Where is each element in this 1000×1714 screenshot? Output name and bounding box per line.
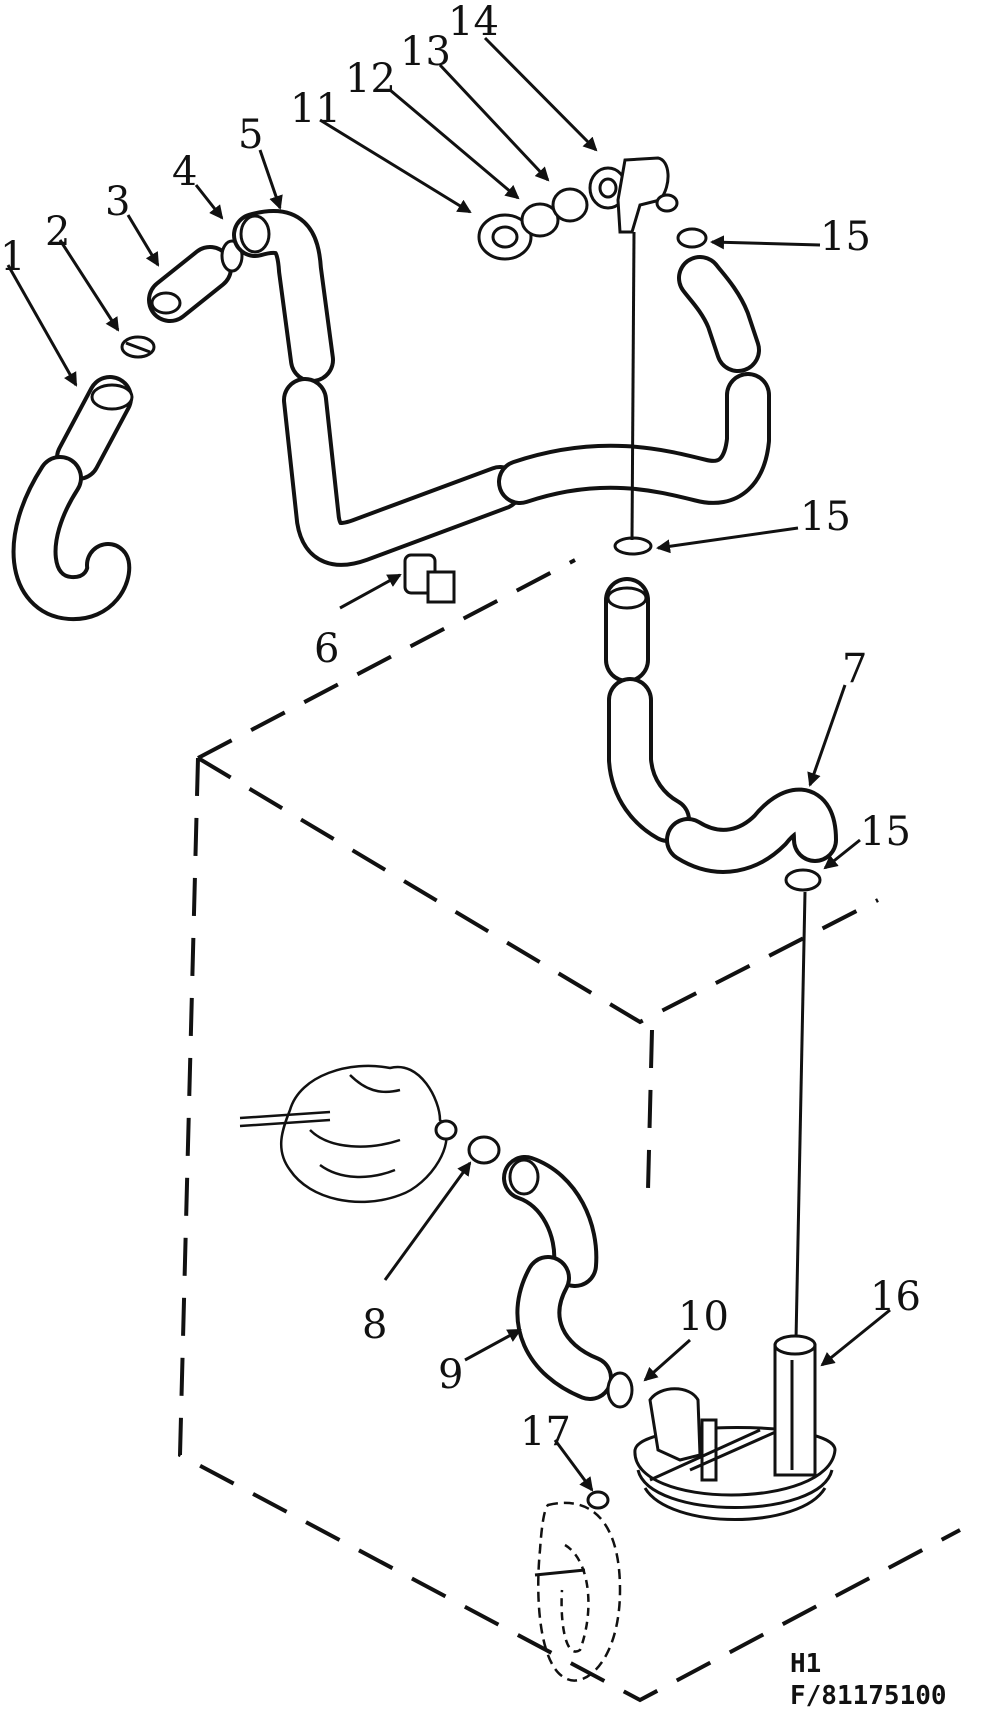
callout-8: 8: [362, 1302, 387, 1348]
hose-5: [232, 208, 771, 567]
callout-15c: 15: [860, 809, 911, 855]
seal-stack: [477, 166, 628, 261]
pump-assembly: [239, 1064, 458, 1204]
callout-9: 9: [438, 1352, 463, 1398]
callout-7: 7: [842, 646, 867, 692]
guide-line-lower: [794, 891, 807, 1341]
callout-leaders: [6, 36, 891, 1492]
diagram-code-line1: H1: [790, 1649, 821, 1679]
callout-16: 16: [870, 1274, 921, 1320]
hose-clamp-8: [467, 1135, 501, 1165]
guide-line-upper: [630, 231, 636, 541]
hose-clamp-2: [120, 335, 156, 359]
callout-4: 4: [172, 149, 197, 195]
diagram-code-line2: F/81175100: [790, 1681, 947, 1711]
cabinet-outline: [177, 558, 961, 1703]
elbow-fitting-14: [616, 156, 708, 249]
drain-cover-17: [534, 1490, 622, 1682]
callout-labels: 1 2 3 4 5 6 7 8 9 10 11 12 13 14 15 15 1…: [0, 0, 921, 1455]
callout-1: 1: [0, 234, 25, 280]
callout-17: 17: [520, 1409, 571, 1455]
callout-15a: 15: [820, 214, 871, 260]
sump-assembly-16: [633, 1334, 837, 1521]
hose-9: [502, 1155, 613, 1401]
callout-3: 3: [105, 179, 130, 225]
callout-10: 10: [678, 1294, 729, 1340]
callout-11: 11: [290, 86, 341, 132]
hose-bracket-6: [403, 553, 456, 604]
callout-2: 2: [45, 209, 70, 255]
callout-15b: 15: [800, 494, 851, 540]
callout-12: 12: [345, 56, 396, 102]
coupling-3: [147, 245, 233, 323]
drain-hose-end: [11, 375, 134, 621]
hose-7: [604, 577, 838, 874]
callout-6: 6: [314, 626, 339, 672]
hose-clamp-10: [606, 1371, 634, 1409]
callout-13: 13: [400, 29, 451, 75]
hose-clamp-15b: [613, 536, 653, 556]
hose-clamp-15c: [784, 868, 822, 892]
callout-5: 5: [238, 112, 263, 158]
callout-14: 14: [448, 0, 499, 45]
